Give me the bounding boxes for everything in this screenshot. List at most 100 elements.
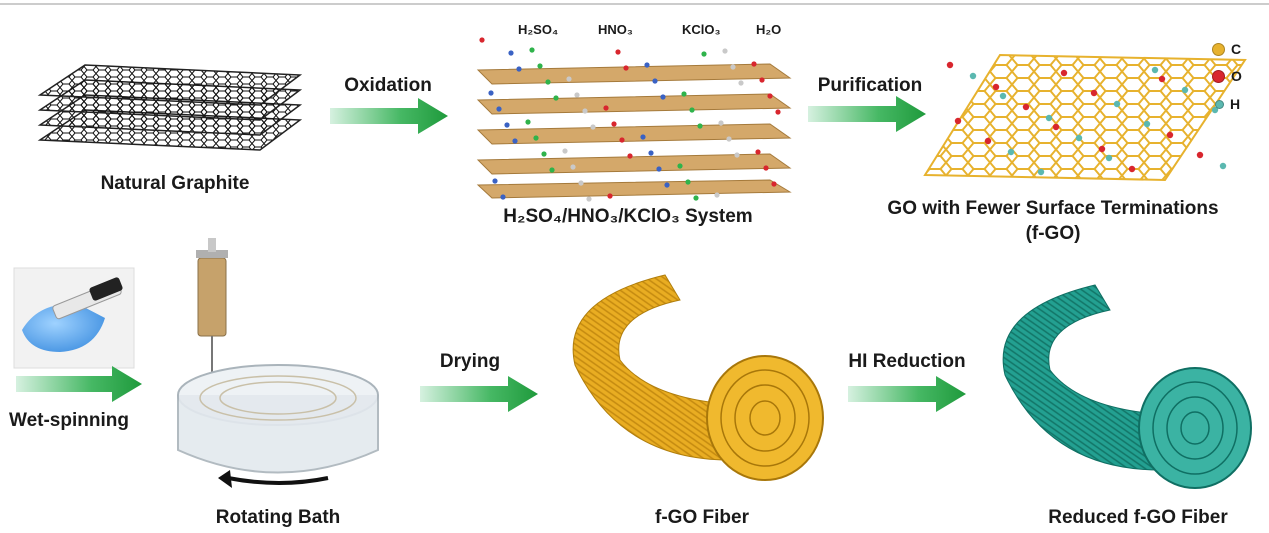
atom-dot [660, 94, 666, 100]
acid-system-label: H₂SO₄/HNO₃/KClO₃ System [503, 206, 753, 227]
atom-dot [611, 121, 617, 127]
atom-dot [640, 134, 646, 140]
fgo-fiber-illustration [572, 274, 824, 481]
purification-arrow [808, 96, 926, 132]
atom-dot [775, 109, 781, 115]
syringe-photo [13, 267, 135, 369]
atom-dot [648, 150, 654, 156]
reduced-fiber-illustration [1002, 284, 1252, 489]
hi-reduction-step-label: HI Reduction [848, 351, 966, 372]
atom-dot [1007, 148, 1015, 156]
atom-dot [759, 77, 765, 83]
atom-dot [738, 80, 744, 86]
atom-dot [1045, 114, 1053, 122]
legend-carbon-label: C [1231, 41, 1242, 57]
atom-dot [496, 106, 502, 112]
wet-spinning-arrow [16, 366, 142, 402]
atom-dot [607, 193, 613, 199]
atom-dot [479, 37, 485, 43]
atom-dot [537, 63, 543, 69]
atom-dot [992, 83, 1000, 91]
rotating-bath-label: Rotating Bath [215, 507, 341, 528]
oxidized-layers-illustration [476, 37, 792, 202]
atom-dot [1219, 162, 1227, 170]
atom-dot [1105, 154, 1113, 162]
atom-dot [726, 136, 732, 142]
graphite-stack-illustration [37, 64, 303, 151]
oxidation-step-label: Oxidation [344, 75, 432, 96]
legend-oxygen-label: O [1231, 68, 1242, 84]
fgo-fiber-label: f-GO Fiber [655, 507, 749, 528]
atom-dot [1166, 131, 1174, 139]
atom-dot [541, 151, 547, 157]
atom-dot [751, 61, 757, 67]
drying-step-label: Drying [439, 351, 501, 372]
atom-dot [508, 50, 514, 56]
atom-dot [946, 61, 954, 69]
atom-dot [767, 93, 773, 99]
atom-dot [954, 117, 962, 125]
atom-dot [689, 107, 695, 113]
atom-dot [693, 195, 699, 201]
atom-dot [603, 105, 609, 111]
atom-dot [512, 138, 518, 144]
oxidation-arrow [330, 98, 448, 134]
reduced-fiber-label: Reduced f-GO Fiber [1048, 507, 1228, 528]
atom-dot [722, 48, 728, 54]
atom-dot [533, 135, 539, 141]
go-title-line2: (f-GO) [1025, 223, 1081, 244]
carbon-swatch-icon [1212, 42, 1225, 56]
atom-dot [562, 148, 568, 154]
atom-dot [697, 123, 703, 129]
legend-hydrogen-label: H [1230, 96, 1241, 112]
atom-dot [1098, 145, 1106, 153]
atom-dot [1090, 89, 1098, 97]
atom-dot [529, 47, 535, 53]
wet-spinning-step-label: Wet-spinning [9, 410, 129, 431]
atom-dot [681, 91, 687, 97]
atom-dot [1196, 151, 1204, 159]
atom-dot [969, 72, 977, 80]
go-sheet-illustration [923, 53, 1247, 182]
atom-dot [677, 163, 683, 169]
atom-dot [525, 119, 531, 125]
atom-dot [1181, 86, 1189, 94]
atom-dot [516, 66, 522, 72]
drying-arrow [420, 376, 538, 412]
atom-dot [1113, 100, 1121, 108]
hydrogen-swatch-icon [1215, 99, 1224, 109]
atom-dot [730, 64, 736, 70]
atom-dot [623, 65, 629, 71]
molecule-label-h2so4: H₂SO₄ [518, 22, 559, 37]
molecule-label-kclo3: KClO₃ [682, 22, 721, 37]
atom-dot [701, 51, 707, 57]
hi-reduction-arrow [848, 376, 966, 412]
atom-dot [549, 167, 555, 173]
atom-dot [1128, 165, 1136, 173]
atom-dot [586, 196, 592, 202]
atom-dot [664, 182, 670, 188]
atom-dot [615, 49, 621, 55]
rotating-bath-illustration [177, 238, 379, 488]
atom-dot [578, 180, 584, 186]
atom-dot [1037, 168, 1045, 176]
atom-dot [734, 152, 740, 158]
atom-dot [500, 194, 506, 200]
legend-oxygen: O [1212, 68, 1242, 84]
atom-dot [504, 122, 510, 128]
atom-dot [1143, 120, 1151, 128]
molecule-label-h2o: H₂O [756, 22, 782, 37]
natural-graphite-label: Natural Graphite [100, 173, 250, 194]
atom-dot [1075, 134, 1083, 142]
atom-dot [1060, 69, 1068, 77]
go-title-line1: GO with Fewer Surface Terminations [887, 198, 1219, 219]
atom-dot [545, 79, 551, 85]
purification-step-label: Purification [817, 75, 923, 96]
atom-dot [590, 124, 596, 130]
atom-dot [656, 166, 662, 172]
atom-dot [1052, 123, 1060, 131]
atom-dot [566, 76, 572, 82]
atom-dot [553, 95, 559, 101]
atom-dot [999, 92, 1007, 100]
